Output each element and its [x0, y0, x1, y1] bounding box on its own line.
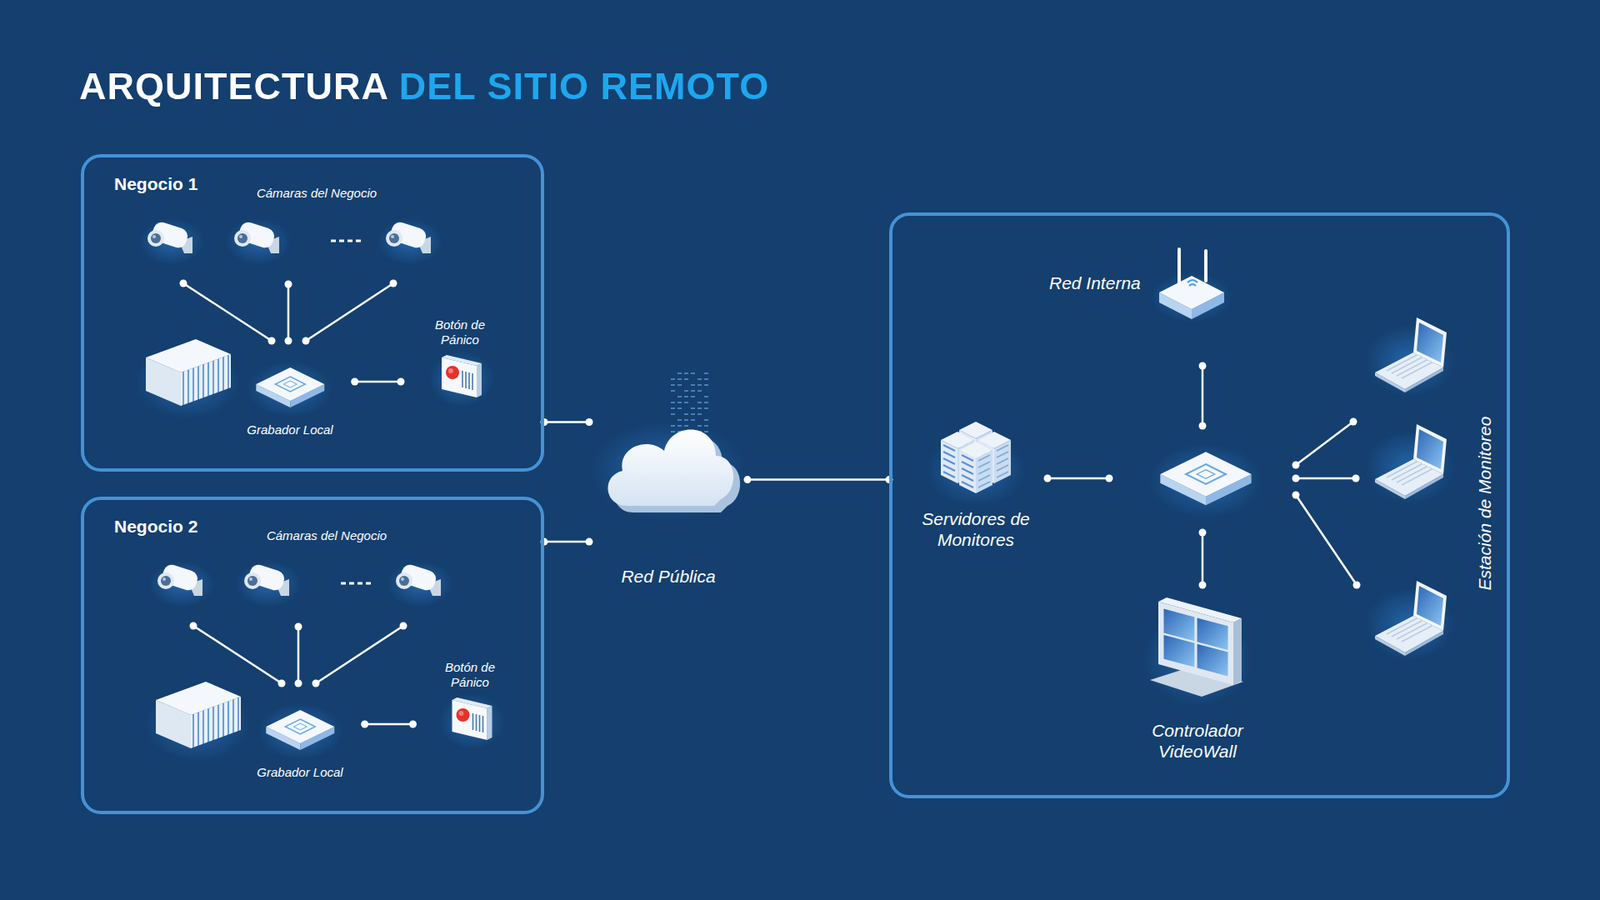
group-box: Negocio 1 Grabador Local Botón de Pánico Cá…	[80, 154, 545, 472]
node-label: Botón de Pánico	[422, 317, 498, 348]
icon-node: Grabador Local	[246, 364, 333, 438]
cloud-icon	[589, 372, 748, 515]
node-label: Servidores de Monitores	[913, 508, 1039, 550]
wall-icon	[1150, 593, 1245, 702]
icon-node: Red Interna	[1049, 245, 1230, 321]
tile-icon	[252, 364, 328, 411]
connector-dot	[350, 378, 359, 386]
group-heading: Negocio 1	[114, 174, 198, 195]
connector-dot	[409, 720, 417, 729]
icon-node: Botón de Pánico	[422, 317, 498, 400]
node-label: Grabador Local	[246, 422, 333, 438]
connector-dot	[585, 418, 594, 426]
node-label: Grabador Local	[256, 765, 343, 780]
icon-node: Grabador Local	[256, 706, 343, 780]
panic-icon	[445, 695, 495, 742]
caption-label: Cámaras del Negocio	[266, 528, 387, 544]
router-icon	[1154, 245, 1230, 321]
group-box: Estación de Monitoreo Red InternaServidor…	[889, 212, 1510, 799]
connector-line	[747, 478, 890, 481]
group-box: Negocio 2 Grabador Local Botón de Pánico Cá…	[80, 496, 545, 815]
connector-line	[365, 723, 414, 726]
node-label: Red Interna	[1049, 272, 1141, 294]
vertical-caption: Estación de Monitoreo	[1475, 416, 1495, 591]
node-label: Botón de Pánico	[435, 660, 506, 690]
panic-icon	[435, 352, 485, 400]
connector-dot	[360, 720, 369, 729]
icon-node: Botón de Pánico	[435, 660, 506, 742]
group-heading: Negocio 2	[114, 516, 198, 537]
connector-dot	[397, 378, 405, 386]
icon-node: Servidores de Monitores	[913, 420, 1039, 550]
servers-icon	[934, 420, 1018, 497]
node-label: Red Pública	[620, 565, 715, 587]
icon-node: Controlador VideoWall	[1130, 593, 1265, 762]
connector-line	[355, 380, 401, 384]
node-label: Controlador VideoWall	[1130, 720, 1265, 762]
icon-node: Red Pública	[589, 372, 748, 587]
tile-icon	[262, 706, 338, 754]
connector-line	[544, 540, 590, 544]
connector-dot	[585, 538, 594, 546]
title: ARQUITECTURA DEL SITIO REMOTO	[79, 65, 770, 109]
connector-line	[544, 420, 590, 424]
caption-label: Cámaras del Negocio	[256, 185, 377, 201]
